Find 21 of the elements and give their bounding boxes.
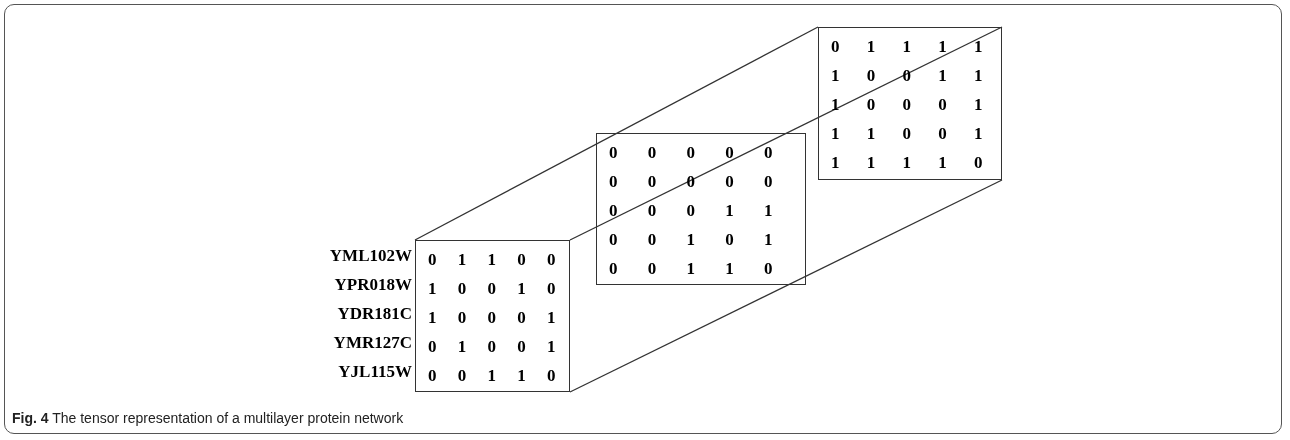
matrix-row-text: 0 1 1 1 1 [831,36,983,58]
protein-id-label: YMR127C [333,333,412,353]
matrix-row-text: 0 0 1 1 0 [609,258,773,280]
protein-id-label: YPR018W [334,275,412,295]
matrix-row-text: 1 0 0 1 0 [428,278,556,300]
matrix-box [415,240,570,392]
protein-id-label: YML102W [329,246,412,266]
protein-id-label: YDR181C [337,304,412,324]
matrix-box [818,27,1002,180]
matrix-row-text: 0 0 0 1 1 [609,200,773,222]
matrix-row-text: 1 1 0 0 1 [831,123,983,145]
matrix-row-text: 0 0 1 1 0 [428,365,556,387]
matrix-row-text: 1 1 1 1 0 [831,152,983,174]
matrix-box [596,133,806,285]
figure-caption: Fig. 4 The tensor representation of a multilayer protein network [12,410,404,426]
matrix-row-text: 0 1 1 0 0 [428,249,556,271]
matrix-row-text: 0 0 0 0 0 [609,142,773,164]
protein-id-label: YJL115W [338,362,412,382]
matrix-row-text: 0 0 1 0 1 [609,229,773,251]
matrix-row-text: 1 0 0 0 1 [428,307,556,329]
matrix-row-text: 0 1 0 0 1 [428,336,556,358]
